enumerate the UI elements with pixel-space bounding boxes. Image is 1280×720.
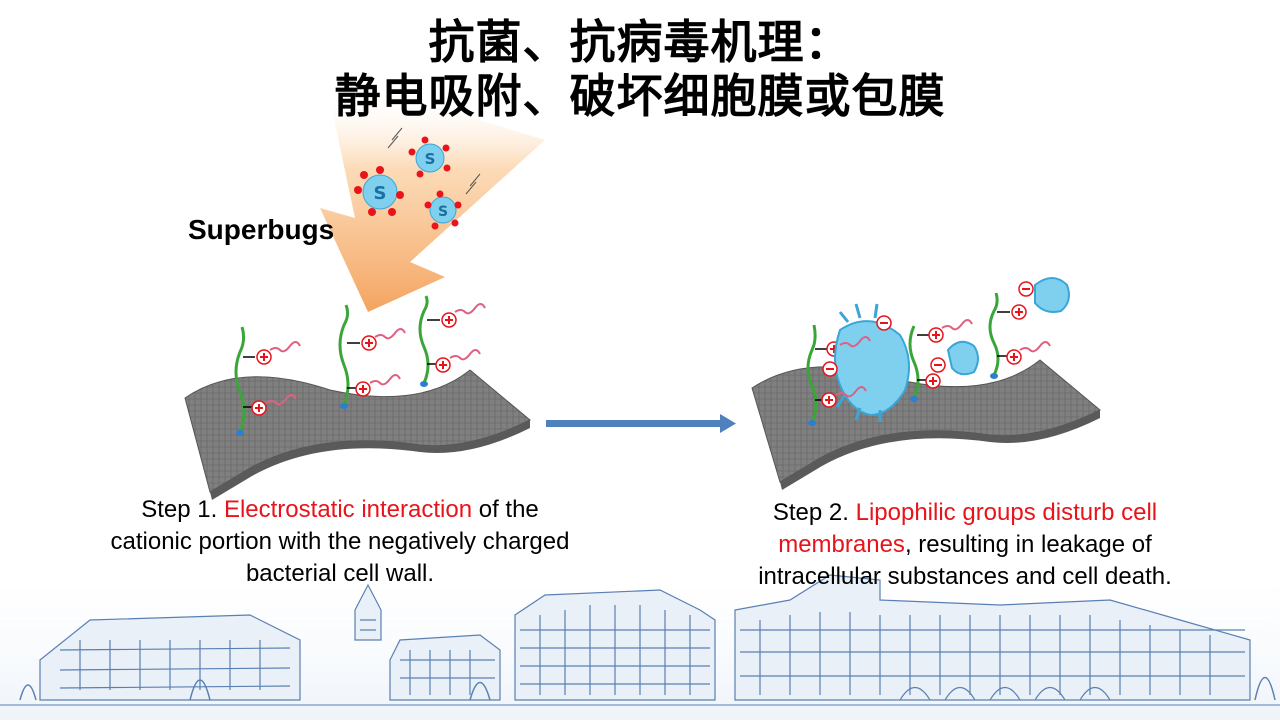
superbug-particles: S S S <box>354 127 481 230</box>
step2-prefix: Step 2. <box>772 499 856 526</box>
membrane-disruption <box>806 277 1070 426</box>
step2-caption-line2: membranes, resulting in leakage of <box>700 529 1230 561</box>
step1-line1-suffix: of the <box>472 496 539 523</box>
svg-text:S: S <box>438 204 448 220</box>
superbugs-approach-arrow <box>320 90 545 312</box>
superbug-icon: S <box>415 143 445 173</box>
step1-caption-line3: bacterial cell wall. <box>245 560 435 587</box>
step2-caption-line1: Step 2. Lipophilic groups disturb cell <box>700 497 1230 529</box>
step1-caption: Step 1. Electrostatic interaction of the… <box>70 494 610 590</box>
molecule-icon <box>908 319 973 402</box>
cationic-molecules <box>234 295 486 436</box>
step1-highlight: Electrostatic interaction <box>223 496 473 523</box>
step2-line2-suffix: , resulting in leakage of <box>904 531 1152 558</box>
title-line-2: 静电吸附、破坏细胞膜或包膜 <box>334 69 946 123</box>
disrupted-bacterium-icon <box>822 303 910 422</box>
svg-text:S: S <box>425 150 436 168</box>
superbugs-label: Superbugs <box>188 214 335 245</box>
molecule-icon <box>418 295 486 387</box>
negative-charges-icon <box>354 136 462 230</box>
campus-sketch-background <box>0 574 1280 720</box>
superbug-icon: S <box>429 196 457 224</box>
step2-highlight-line2: membranes <box>778 531 905 558</box>
molecule-icon <box>338 304 406 409</box>
process-arrow <box>546 414 736 433</box>
disrupted-bacterium-icon <box>930 340 979 376</box>
step2-caption-line3: intracellular substances and cell death. <box>758 563 1172 590</box>
molecule-icon <box>988 292 1051 379</box>
step1-caption-line2: cationic portion with the negatively cha… <box>110 528 570 555</box>
step1-caption-line1: Step 1. Electrostatic interaction of the <box>70 494 610 526</box>
step1-prefix: Step 1. <box>141 496 224 523</box>
step2-caption: Step 2. Lipophilic groups disturb cell m… <box>700 497 1230 593</box>
disrupted-bacterium-icon <box>1018 277 1070 313</box>
superbug-icon: S <box>362 174 398 210</box>
step2-highlight-line1: Lipophilic groups disturb cell <box>855 499 1158 526</box>
svg-text:S: S <box>374 183 387 204</box>
molecule-icon <box>234 326 301 436</box>
title-line-1: 抗菌、抗病毒机理： <box>428 15 852 69</box>
